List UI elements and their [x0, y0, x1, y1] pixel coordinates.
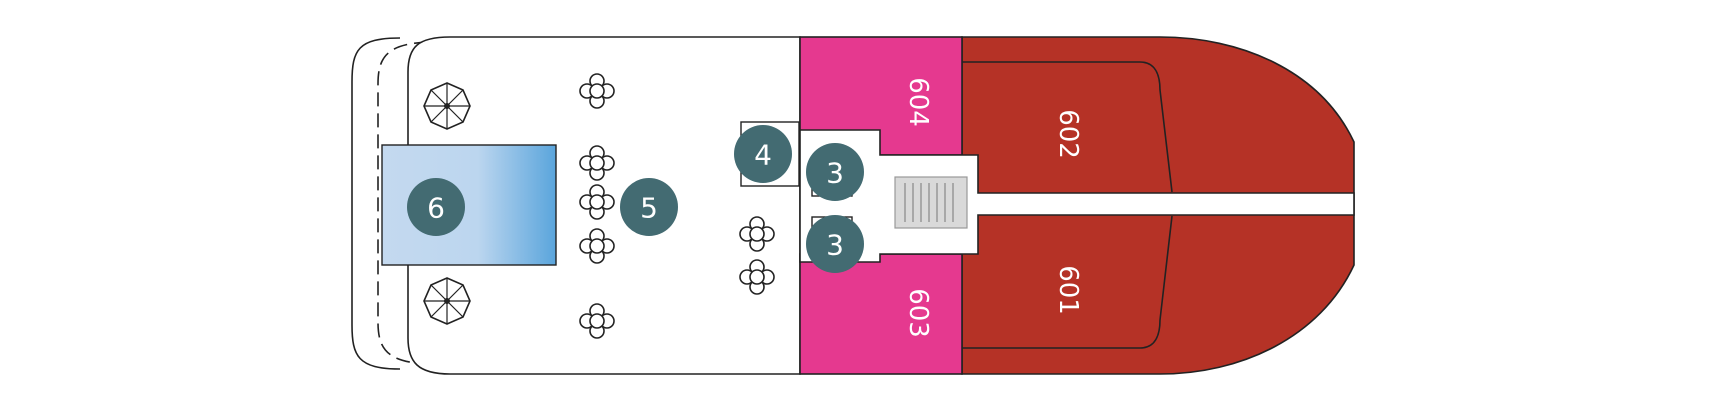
cabin-602-outline — [962, 61, 1173, 193]
svg-text:5: 5 — [640, 192, 658, 225]
cabin-601-outline — [962, 215, 1173, 349]
marker-5: 5 — [620, 178, 678, 236]
parasol-icon — [423, 277, 471, 325]
cabin-604-label: 604 — [903, 77, 933, 127]
cabin-601-label: 601 — [1053, 265, 1083, 315]
cabin-603-block — [799, 253, 963, 375]
central-lobby — [799, 129, 1355, 263]
marker-3-lower: 3 — [806, 215, 864, 273]
marker-3-upper: 3 — [806, 143, 864, 201]
svg-text:3: 3 — [826, 229, 844, 262]
parasol-icon — [423, 82, 471, 130]
staircase-icon — [894, 176, 968, 229]
marker-6: 6 — [407, 178, 465, 236]
svg-text:6: 6 — [427, 192, 445, 225]
cabin-603-label: 603 — [903, 288, 933, 338]
stern-outline-outer — [351, 37, 401, 370]
marker-4: 4 — [734, 125, 792, 183]
svg-text:3: 3 — [826, 157, 844, 190]
svg-text:4: 4 — [754, 139, 772, 172]
stern-outline-dashed — [377, 41, 429, 365]
cabin-602-label: 602 — [1053, 109, 1083, 159]
